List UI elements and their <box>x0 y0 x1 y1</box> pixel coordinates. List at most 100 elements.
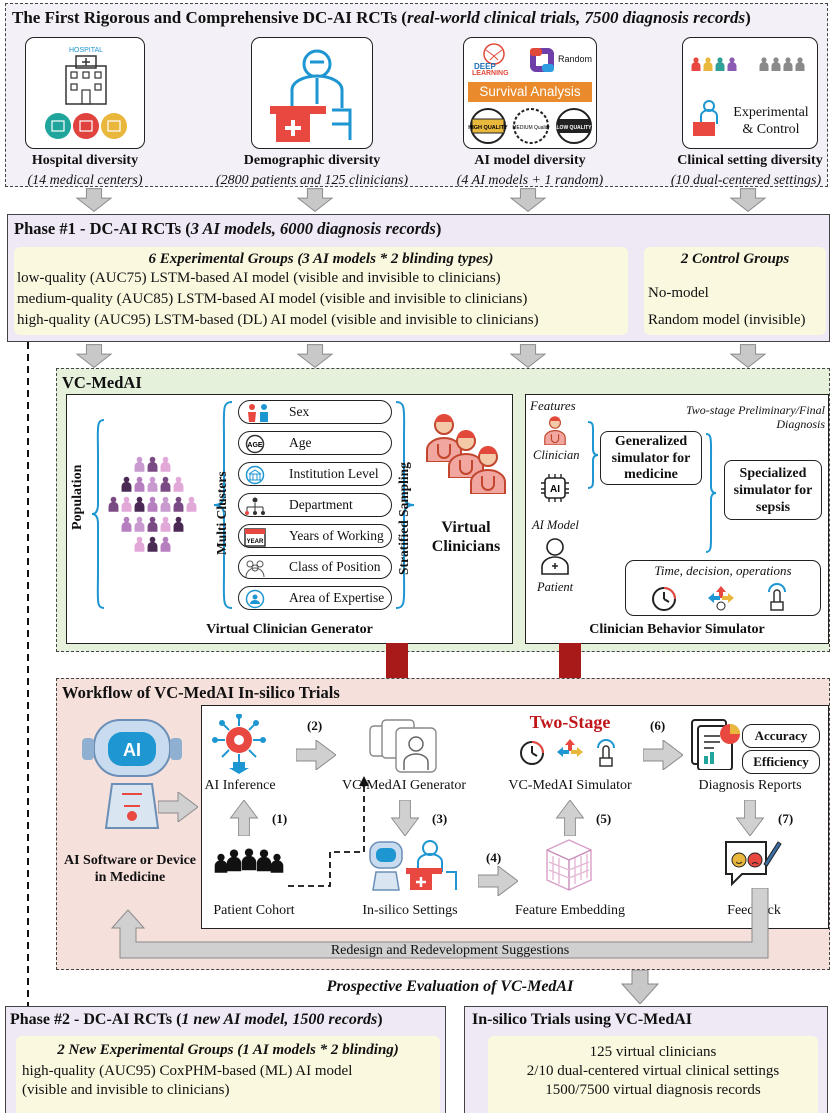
ai-model-feature-label: AI Model <box>532 518 579 532</box>
attribute-institution-level: Institution Level <box>238 462 392 486</box>
touch-operation-icon <box>768 583 786 611</box>
population-person <box>121 476 132 492</box>
efficiency-badge: Efficiency <box>742 750 820 774</box>
population-person <box>160 536 171 552</box>
population-person <box>173 516 184 532</box>
decision-icon <box>708 586 734 611</box>
vc-medai-generator-label: VC-MedAI Generator <box>341 778 466 793</box>
population-person <box>134 516 145 532</box>
feedback-loop-arrow <box>110 888 769 959</box>
population-person <box>134 536 145 552</box>
insilico-settings-label: In-silico Settings <box>362 903 458 918</box>
phase2-experimental-box <box>16 1036 440 1113</box>
step-7-label: (7) <box>778 811 794 826</box>
step-5-label: (5) <box>596 811 612 826</box>
expertise-icon <box>245 589 265 609</box>
prospective-evaluation-label: Prospective Evaluation of VC-MedAI <box>326 978 574 995</box>
phase2-experimental-title: 2 New Experimental Groups (1 AI models *… <box>57 1042 399 1058</box>
diagnosis-reports-label: Diagnosis Reports <box>698 778 802 793</box>
down-arrow-6 <box>297 344 333 368</box>
clinician-at-desk-icon <box>270 49 352 142</box>
hospital-diversity-label: Hospital diversity <box>31 153 139 168</box>
clinical-setting-diversity-label: Clinical setting diversity <box>677 153 823 168</box>
stratified-brace <box>395 401 415 609</box>
control-group-random: Random model (invisible) <box>648 312 806 328</box>
experimental-control-text: Experimental & Control <box>733 105 809 137</box>
patient-cohort-label: Patient Cohort <box>213 903 295 918</box>
step-7-arrow <box>736 800 764 836</box>
clinician-feature-label: Clinician <box>533 448 580 462</box>
simulator-brace <box>705 433 717 553</box>
population-person <box>186 496 197 512</box>
people-groups-icon <box>691 57 805 71</box>
low-quality-text: LOW QUALITY <box>557 125 593 131</box>
insilico-trials-item-2: 2/10 dual-centered virtual clinical sett… <box>526 1063 780 1079</box>
population-person <box>134 456 145 472</box>
calendar-icon: YEAR <box>244 528 266 547</box>
demographic-card <box>251 37 373 149</box>
virtual-clinicians-label: Virtual Clinicians <box>431 519 501 555</box>
hospital-diversity-sub: (14 medical centers) <box>27 173 143 188</box>
demographic-diversity-label: Demographic diversity <box>243 153 381 168</box>
multi-clusters-label: Multi Clusters <box>214 471 229 555</box>
survival-analysis-banner: Survival Analysis <box>468 82 592 102</box>
experimental-groups-box <box>14 247 628 335</box>
population-person <box>121 516 132 532</box>
deep-learning-icon <box>483 43 505 65</box>
generalized-simulator-box: Generalized simulator for medicine <box>600 431 702 485</box>
step-6-arrow <box>643 740 683 770</box>
step-2-label: (2) <box>307 718 323 733</box>
patient-feature-icon <box>541 538 569 575</box>
population-person <box>160 516 171 532</box>
population-label: Population <box>70 464 85 530</box>
population-brace <box>91 419 105 609</box>
patient-feature-label: Patient <box>537 580 574 594</box>
top-title: The First Rigorous and Comprehensive DC-… <box>12 8 751 27</box>
attribute-sex: Sex <box>238 400 392 424</box>
hospital-icon: HOSPITAL <box>45 47 127 139</box>
svg-text:AI: AI <box>550 484 560 495</box>
clinical-setting-card: Experimental & Control <box>682 37 818 149</box>
experimental-group-medium: medium-quality (AUC85) LSTM-based AI mod… <box>17 291 528 307</box>
step-3-arrow <box>391 800 419 836</box>
demographic-diversity-sub: (2800 patients and 125 clinicians) <box>215 173 409 188</box>
phase2-title: Phase #2 - DC-AI RCTs (1 new AI model, 1… <box>10 1011 383 1028</box>
svg-text:AI: AI <box>123 740 141 760</box>
control-group-no-model: No-model <box>648 285 709 301</box>
down-arrow-7 <box>510 344 546 368</box>
features-label: Features <box>530 398 576 413</box>
step-6-label: (6) <box>650 718 666 733</box>
cohort-to-generator-dashed-arrow <box>288 776 369 887</box>
insilico-trials-title: In-silico Trials using VC-MedAI <box>472 1011 693 1028</box>
clinical-setting-diversity-sub: (10 dual-centered settings) <box>670 173 822 188</box>
virtual-clinicians-icon <box>426 413 506 494</box>
control-groups-title: 2 Control Groups <box>680 251 790 267</box>
department-icon <box>245 497 265 515</box>
ai-software-label: AI Software or Device in Medicine <box>63 853 197 885</box>
institution-icon <box>245 465 265 485</box>
vc-medai-simulator-label: VC-MedAI Simulator <box>508 778 632 793</box>
population-person <box>108 496 119 512</box>
attribute-department: Department <box>238 493 392 517</box>
step-1-label: (1) <box>272 811 288 826</box>
insilico-trials-box <box>488 1036 818 1113</box>
population-person <box>134 476 145 492</box>
population-person <box>173 476 184 492</box>
multi-clusters-brace <box>213 401 233 609</box>
features-brace <box>587 421 599 489</box>
insilico-trials-item-3: 1500/7500 virtual diagnosis records <box>545 1082 761 1098</box>
down-arrow-2 <box>297 188 333 212</box>
stratified-sampling-label: Stratified Sampling <box>396 462 411 575</box>
population-person <box>147 456 158 472</box>
step-4-label: (4) <box>486 850 502 865</box>
virtual-clinician-generator-label: Virtual Clinician Generator <box>206 622 373 637</box>
insilico-settings-icon <box>369 840 457 891</box>
hospital-card: HOSPITAL <box>25 37 145 149</box>
hospital-sign: HOSPITAL <box>69 47 103 54</box>
high-quality-text: HIGH QUALITY <box>468 125 508 131</box>
population-person <box>147 536 158 552</box>
time-decision-operations-label: Time, decision, operations <box>654 563 792 578</box>
phase1-title: Phase #1 - DC-AI RCTs (3 AI models, 6000… <box>14 219 442 238</box>
